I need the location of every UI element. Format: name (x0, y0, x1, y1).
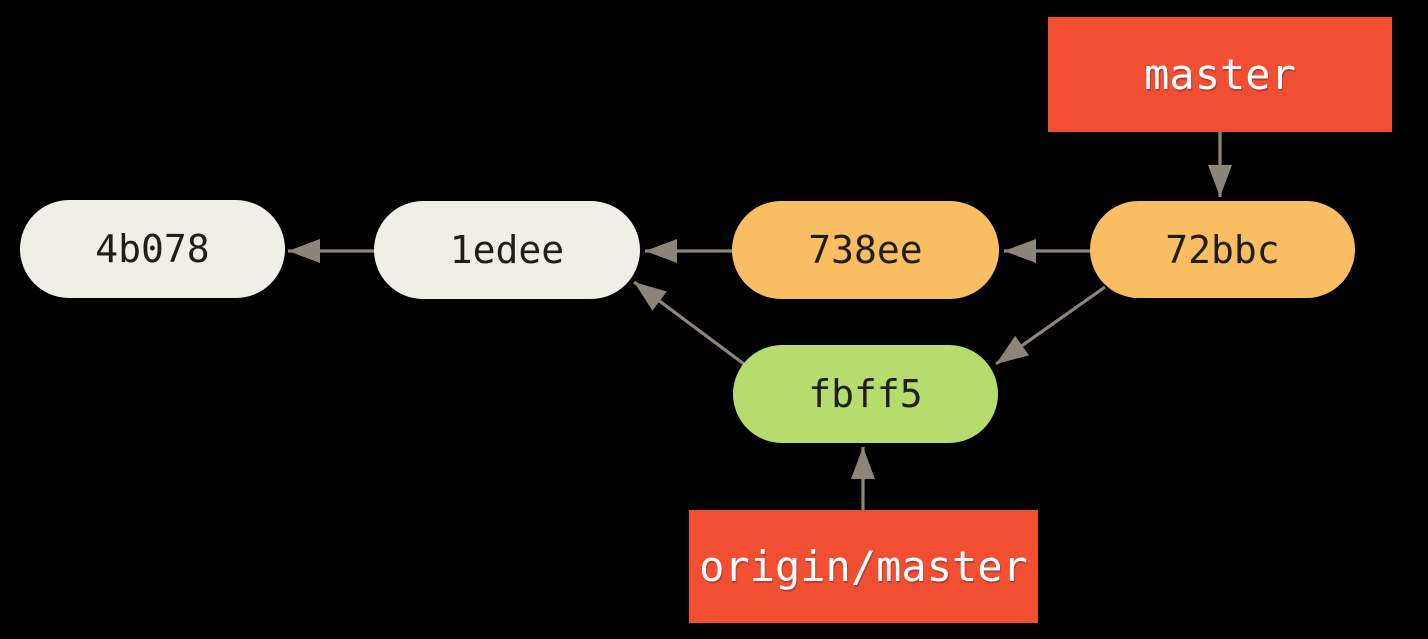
commit-hash-label: fbff5 (808, 372, 923, 416)
ref-label-text: origin/master (699, 542, 1028, 591)
commit-hash-label: 4b078 (95, 227, 210, 271)
commit-hash-label: 1edee (449, 228, 565, 272)
commit-node-72bbc: 72bbc (1090, 201, 1355, 298)
edge-fbff5-1edee (633, 280, 749, 369)
commit-node-fbff5: fbff5 (733, 345, 998, 443)
commit-node-1edee: 1edee (374, 201, 640, 299)
commit-node-738ee: 738ee (732, 201, 999, 299)
commit-hash-label: 738ee (808, 228, 923, 272)
edge-72bbc-fbff5 (995, 285, 1106, 366)
ref-label-text: master (1144, 50, 1296, 99)
ref-label-origin-master: origin/master (689, 510, 1038, 623)
ref-label-master: master (1048, 17, 1392, 132)
commit-hash-label: 72bbc (1165, 227, 1280, 272)
commit-node-4b078: 4b078 (20, 200, 285, 298)
